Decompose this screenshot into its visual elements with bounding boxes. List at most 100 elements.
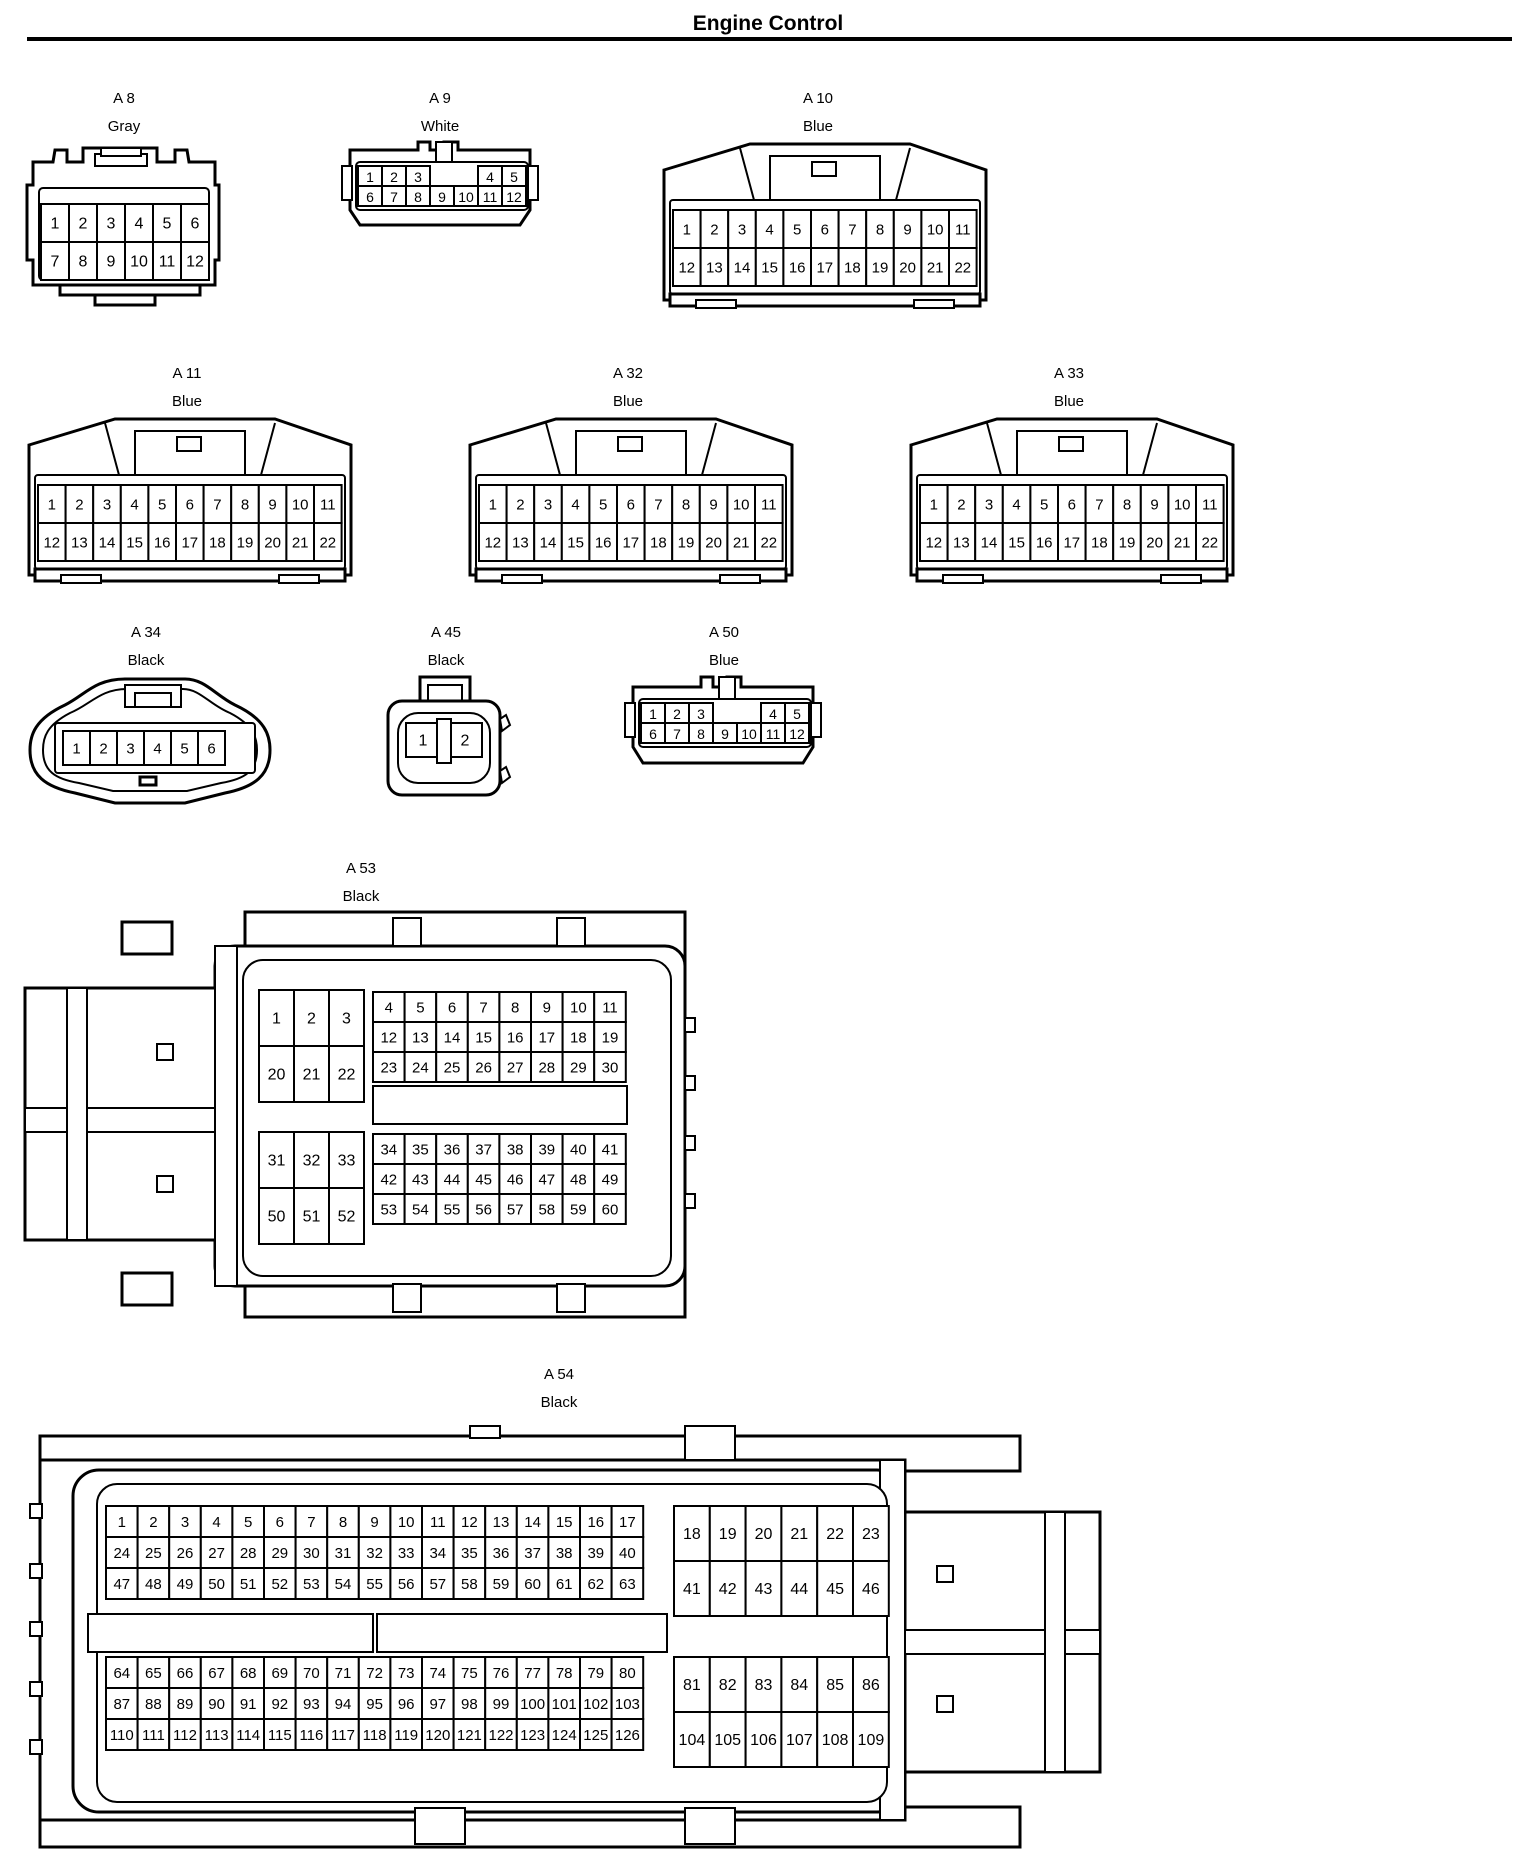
pin-number: 117 xyxy=(331,1727,355,1744)
pin-11: 11 xyxy=(152,241,182,281)
pin-number: 113 xyxy=(205,1727,229,1744)
pin-number: 10 xyxy=(741,726,757,742)
pin-number: 17 xyxy=(619,1514,636,1531)
pin-122: 122 xyxy=(484,1718,518,1751)
housing-part xyxy=(668,292,982,308)
pin-6: 6 xyxy=(435,991,469,1023)
pin-62: 62 xyxy=(579,1567,613,1600)
pin-120: 120 xyxy=(421,1718,455,1751)
pin-number: 112 xyxy=(173,1727,197,1744)
pin-number: 43 xyxy=(755,1581,773,1598)
pin-cell xyxy=(326,1718,360,1751)
pin-29: 29 xyxy=(561,1051,596,1083)
pin-cell xyxy=(372,1051,406,1083)
pin-number: 13 xyxy=(953,535,970,552)
housing-part xyxy=(60,574,102,584)
pin-117: 117 xyxy=(326,1718,360,1751)
label-A8: A 8 Gray xyxy=(64,85,184,141)
pin-number: 2 xyxy=(79,216,88,233)
pin-cell xyxy=(579,1718,613,1751)
pin-number: 32 xyxy=(366,1545,383,1562)
housing-part xyxy=(134,692,172,708)
pin-56: 56 xyxy=(466,1193,501,1225)
pin-number: 29 xyxy=(271,1545,288,1562)
pin-8: 8 xyxy=(405,185,431,207)
pin-number: 49 xyxy=(177,1576,194,1593)
pin-17: 17 xyxy=(810,247,840,287)
pin-cell xyxy=(202,522,233,562)
pin-number: 51 xyxy=(240,1576,257,1593)
pin-number: 3 xyxy=(985,497,993,514)
pin-18: 18 xyxy=(643,522,674,562)
pin-number: 66 xyxy=(177,1665,194,1682)
pin-42: 42 xyxy=(372,1163,406,1195)
pin-14: 14 xyxy=(727,247,757,287)
pin-1: 1 xyxy=(37,484,67,524)
pin-number: 9 xyxy=(721,726,729,742)
pin-number: 41 xyxy=(602,1142,619,1159)
pin-number: 55 xyxy=(366,1576,383,1593)
pin-7: 7 xyxy=(664,722,690,744)
pin-cell xyxy=(610,1656,645,1689)
pin-number: 8 xyxy=(697,726,705,742)
pin-107: 107 xyxy=(780,1711,819,1768)
pin-number: 1 xyxy=(366,169,374,185)
pin-number: 54 xyxy=(412,1202,429,1219)
housing-part xyxy=(904,1629,1101,1655)
page-title: Engine Control xyxy=(692,12,844,35)
pin-8: 8 xyxy=(230,484,260,524)
pin-number: 102 xyxy=(583,1696,608,1713)
pin-57: 57 xyxy=(498,1193,532,1225)
pin-number: 30 xyxy=(602,1060,619,1077)
pin-number: 85 xyxy=(826,1677,844,1694)
housing-part xyxy=(718,676,736,702)
pin-number: 36 xyxy=(493,1545,510,1562)
pin-24: 24 xyxy=(105,1536,139,1569)
pin-cell xyxy=(116,730,145,766)
pin-113: 113 xyxy=(199,1718,234,1751)
pin-number: 98 xyxy=(461,1696,478,1713)
pin-cell xyxy=(1112,522,1142,562)
pin-6: 6 xyxy=(263,1505,297,1538)
pin-number: 25 xyxy=(444,1060,461,1077)
pin-number: 1 xyxy=(930,497,938,514)
pin-number: 70 xyxy=(303,1665,320,1682)
pin-cell xyxy=(478,484,508,524)
pin-1: 1 xyxy=(258,989,295,1047)
pin-number: 8 xyxy=(876,222,884,239)
pin-number: 8 xyxy=(1123,497,1131,514)
housing-part xyxy=(474,567,788,583)
pin-number: 6 xyxy=(1068,497,1076,514)
pin-cell xyxy=(610,1718,645,1751)
pin-number: 64 xyxy=(113,1665,130,1682)
pin-1: 1 xyxy=(105,1505,139,1538)
pin-number: 8 xyxy=(79,254,88,271)
pin-number: 10 xyxy=(398,1514,415,1531)
pin-number: 12 xyxy=(43,535,60,552)
pin-5: 5 xyxy=(147,484,178,524)
pin-22: 22 xyxy=(313,522,343,562)
pin-cell xyxy=(547,1718,582,1751)
pin-number: 37 xyxy=(475,1142,492,1159)
housing-part xyxy=(120,920,174,956)
label-A10: A 10 Blue xyxy=(758,85,878,141)
pin-cell xyxy=(326,1567,360,1600)
pin-48: 48 xyxy=(561,1163,596,1195)
pin-number: 71 xyxy=(335,1665,352,1682)
pin-40: 40 xyxy=(610,1536,645,1569)
pin-number: 72 xyxy=(366,1665,383,1682)
housing-part xyxy=(915,567,1229,583)
pin-number: 2 xyxy=(99,741,107,758)
pin-125: 125 xyxy=(579,1718,613,1751)
pin-7: 7 xyxy=(381,185,407,207)
pin-22: 22 xyxy=(948,247,978,287)
pin-84: 84 xyxy=(780,1656,819,1713)
housing-part xyxy=(33,567,347,583)
pin-cell xyxy=(152,203,182,243)
pin-54: 54 xyxy=(326,1567,360,1600)
pin-cell xyxy=(533,522,563,562)
pin-cell xyxy=(258,989,295,1047)
pin-number: 44 xyxy=(790,1581,808,1598)
